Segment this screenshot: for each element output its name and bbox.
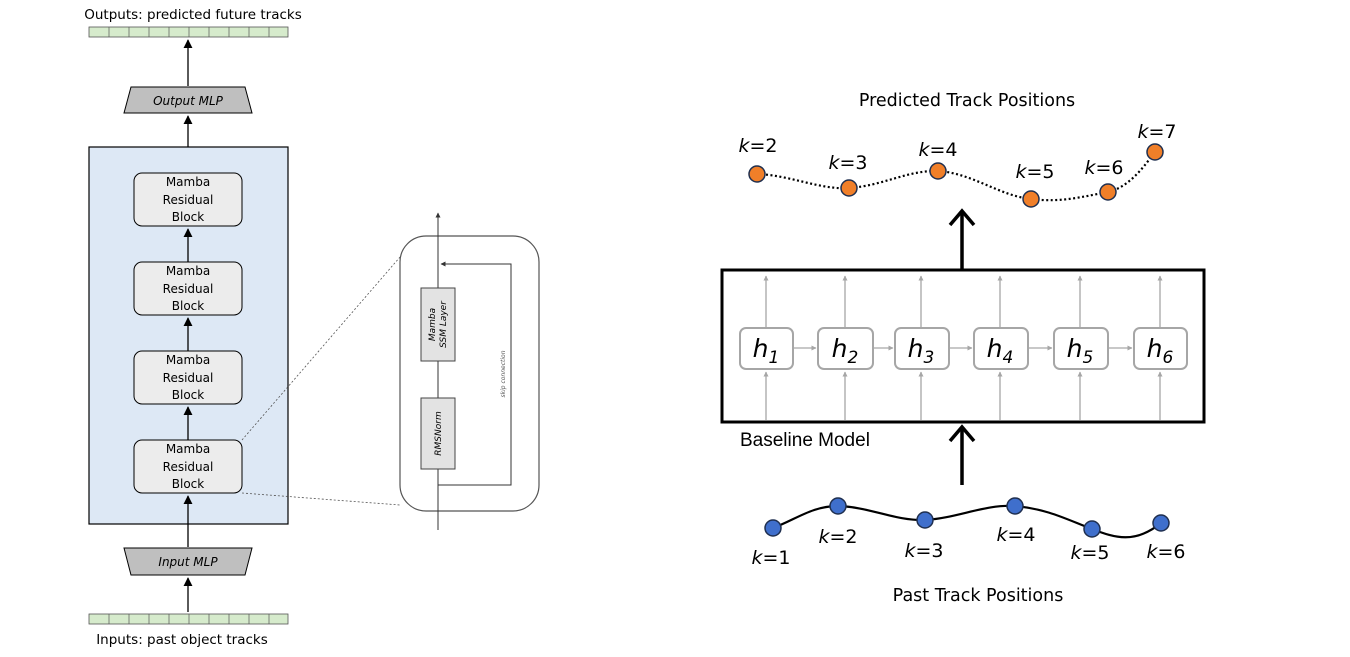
mamba-residual-block-3: Mamba Residual Block xyxy=(133,350,243,405)
zoom-line-top xyxy=(241,256,401,441)
past-k-label: k=1 xyxy=(751,547,790,569)
predicted-point xyxy=(1146,143,1164,161)
predicted-k-label: k=4 xyxy=(918,139,957,161)
block-line-3: Block xyxy=(172,299,205,313)
block-line-3: Block xyxy=(172,477,205,491)
hidden-state-6: h6 xyxy=(1133,327,1188,370)
block-line-2: Residual xyxy=(163,371,214,385)
mamba-architecture-diagram: Outputs: predicted future tracks Output … xyxy=(84,7,540,648)
zoom-line-bottom xyxy=(241,492,401,506)
outputs-label: Outputs: predicted future tracks xyxy=(84,7,302,23)
predicted-k-label: k=3 xyxy=(828,152,867,174)
rmsnorm-label: RMSNorm xyxy=(434,411,444,456)
past-positions-title: Past Track Positions xyxy=(893,586,1064,606)
past-k-label: k=6 xyxy=(1146,541,1185,563)
ssm-layer-label-2: SSM Layer xyxy=(439,300,449,348)
past-point xyxy=(916,511,934,529)
block-line-2: Residual xyxy=(163,282,214,296)
predicted-k-labels: k=2 k=3 k=4 k=5 k=6 k=7 xyxy=(738,121,1176,183)
block-line-2: Residual xyxy=(163,460,214,474)
past-points xyxy=(764,497,1170,538)
skip-connection-line xyxy=(438,261,512,486)
mamba-residual-block-2: Mamba Residual Block xyxy=(133,261,243,316)
baseline-model-diagram: Predicted Track Positions k=2 k=3 k=4 k=… xyxy=(720,91,1206,606)
mamba-residual-block-1: Mamba Residual Block xyxy=(133,172,243,227)
mamba-residual-block-4: Mamba Residual Block xyxy=(133,439,243,494)
hidden-state-4: h4 xyxy=(973,327,1029,370)
past-point xyxy=(1083,520,1101,538)
past-k-label: k=4 xyxy=(996,524,1035,546)
svg-text:h4: h4 xyxy=(987,334,1014,368)
residual-block-detail: Mamba SSM Layer RMSNorm skip connection xyxy=(399,212,540,530)
predicted-k-label: k=6 xyxy=(1084,157,1123,179)
predicted-point xyxy=(840,179,858,197)
input-mlp-label: Input MLP xyxy=(158,555,218,569)
output-mlp-label: Output MLP xyxy=(153,94,224,108)
hidden-states: h1 h2 h3 h4 h5 h6 xyxy=(739,327,1188,370)
input-mlp: Input MLP xyxy=(123,547,253,576)
block-line-1: Mamba xyxy=(166,264,210,278)
block-line-1: Mamba xyxy=(166,353,210,367)
hidden-state-2: h2 xyxy=(817,327,874,370)
svg-text:h3: h3 xyxy=(908,334,935,368)
hidden-state-1: h1 xyxy=(739,327,794,370)
ssm-layer-box: Mamba SSM Layer xyxy=(420,287,456,362)
predicted-point xyxy=(1099,183,1117,201)
predicted-point xyxy=(929,162,947,180)
svg-text:h2: h2 xyxy=(832,334,859,368)
hidden-state-3: h3 xyxy=(894,327,950,370)
past-k-label: k=3 xyxy=(904,540,943,562)
output-mlp: Output MLP xyxy=(123,86,253,114)
predicted-k-label: k=5 xyxy=(1015,161,1054,183)
block-line-3: Block xyxy=(172,388,205,402)
svg-text:h1: h1 xyxy=(753,334,780,368)
predicted-points xyxy=(748,143,1164,208)
past-point xyxy=(764,519,782,537)
skip-connection-label: skip connection xyxy=(500,350,507,397)
past-point xyxy=(1152,514,1170,532)
past-point xyxy=(829,497,847,515)
block-line-1: Mamba xyxy=(166,175,210,189)
block-line-2: Residual xyxy=(163,193,214,207)
past-point xyxy=(1006,497,1024,515)
baseline-model-label: Baseline Model xyxy=(740,430,870,451)
predicted-point xyxy=(748,165,766,183)
input-token-strip xyxy=(88,613,289,625)
svg-text:h5: h5 xyxy=(1067,334,1094,368)
rmsnorm-box: RMSNorm xyxy=(420,397,456,470)
predicted-k-label: k=2 xyxy=(738,135,777,157)
predicted-positions-title: Predicted Track Positions xyxy=(859,91,1075,111)
past-k-labels: k=1 k=2 k=3 k=4 k=5 k=6 xyxy=(751,524,1185,569)
predicted-point xyxy=(1022,190,1040,208)
predicted-k-label: k=7 xyxy=(1137,121,1176,143)
ssm-layer-label-1: Mamba xyxy=(428,308,438,341)
block-line-3: Block xyxy=(172,210,205,224)
hidden-state-5: h5 xyxy=(1053,327,1109,370)
inputs-label: Inputs: past object tracks xyxy=(96,632,268,648)
state-arrows xyxy=(763,275,1163,420)
past-k-label: k=5 xyxy=(1070,542,1109,564)
block-line-1: Mamba xyxy=(166,442,210,456)
baseline-model-box xyxy=(720,268,1206,424)
svg-text:h6: h6 xyxy=(1147,334,1174,368)
output-token-strip xyxy=(88,26,289,38)
past-k-label: k=2 xyxy=(818,526,857,548)
